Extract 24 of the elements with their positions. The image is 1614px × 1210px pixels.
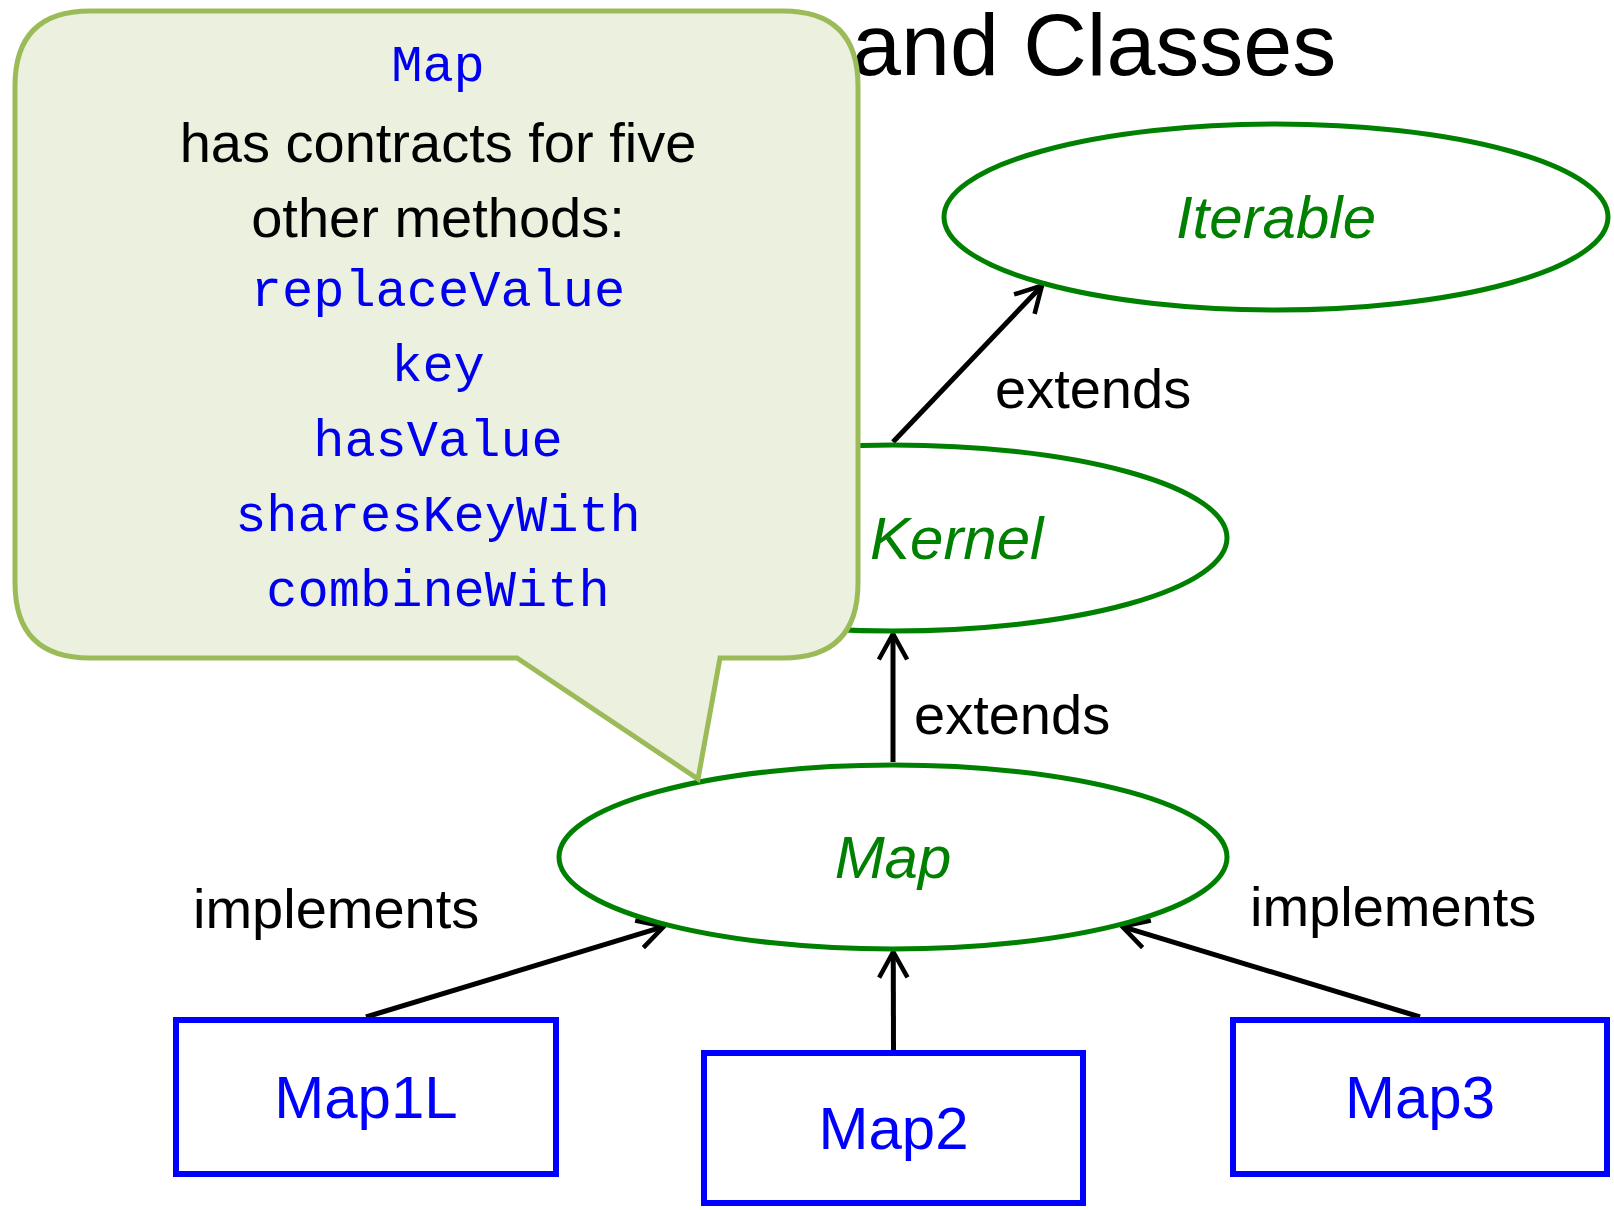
interface-ellipse <box>556 762 1230 952</box>
class-name: Map2 <box>818 1093 969 1163</box>
class-box <box>701 1050 1086 1206</box>
class-name: Map3 <box>1344 1062 1496 1132</box>
method-name: Map <box>390 37 486 99</box>
class-name: Map1L <box>274 1062 458 1132</box>
method-name: key <box>390 337 486 399</box>
interface-name: Kernel <box>870 503 1044 573</box>
method-name: combineWith <box>265 562 611 624</box>
method-name: hasValue <box>312 412 564 474</box>
interface-ellipse <box>941 121 1611 313</box>
method-name: sharesKeyWith <box>234 487 642 549</box>
arrow <box>365 918 666 1020</box>
slide-title: and Classes <box>852 0 1337 90</box>
arrow <box>891 283 1045 444</box>
arrow <box>1120 918 1421 1020</box>
class-box <box>173 1017 559 1177</box>
callout-text: has contracts for five other methods: <box>178 110 698 251</box>
interface-name: Map <box>834 822 952 892</box>
method-name: replaceValue <box>249 262 627 324</box>
arrow <box>876 631 910 762</box>
arrow <box>876 949 910 1050</box>
interface-name: Iterable <box>1175 182 1377 252</box>
class-box <box>1230 1017 1610 1177</box>
